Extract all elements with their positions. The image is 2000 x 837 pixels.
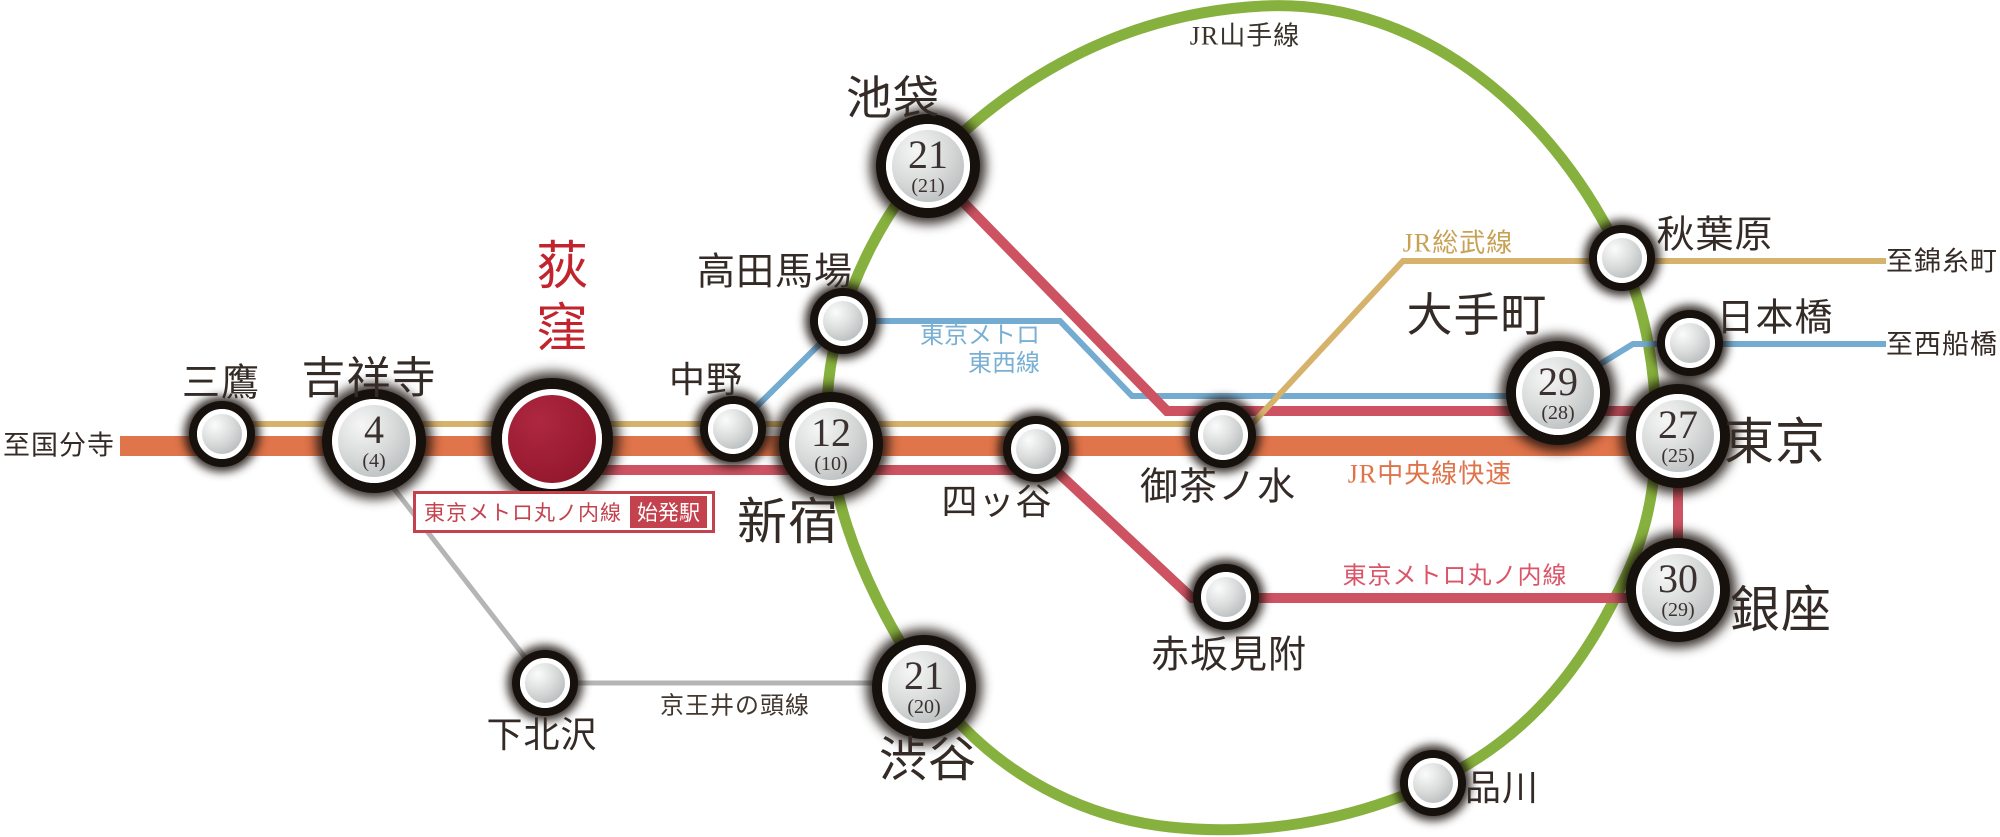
station-nihombashi-label: 日本橋 — [1716, 297, 1834, 340]
station-shibuya-badge: 21 (20) — [882, 645, 966, 729]
inokashira-line-label: 京王井の頭線 — [660, 693, 810, 720]
ginza-minutes-alt: (29) — [1661, 599, 1695, 621]
sobu-line-label: JR総武線 — [1402, 228, 1514, 258]
ikebukuro-minutes-alt: (21) — [911, 175, 945, 197]
otemachi-minutes-alt: (28) — [1541, 402, 1575, 424]
origin-box-tag: 始発駅 — [630, 496, 707, 528]
station-nakano-label: 中野 — [668, 360, 744, 400]
marunouchi-line-label: 東京メトロ丸ノ内線 — [1342, 563, 1568, 590]
station-ochanomizu-label: 御茶ノ水 — [1139, 466, 1297, 509]
station-shinagawa-label: 品川 — [1464, 768, 1540, 808]
station-mitaka-label: 三鷹 — [181, 362, 261, 405]
station-shinjuku-badge: 12 (10) — [789, 402, 873, 486]
ogikubo-origin-box: 東京メトロ丸ノ内線 始発駅 — [413, 491, 715, 533]
station-akasakamitsuke-circle — [1201, 572, 1251, 622]
station-nakano-circle — [708, 404, 758, 454]
station-ikebukuro-label: 池袋 — [846, 73, 940, 124]
station-nihombashi-circle — [1665, 318, 1715, 368]
station-takadanobaba-circle — [818, 296, 868, 346]
station-otemachi-label: 大手町 — [1406, 290, 1548, 341]
tokyo-minutes-alt: (25) — [1661, 445, 1695, 467]
station-takadanobaba-label: 高田馬場 — [696, 251, 854, 294]
tozai-line-label-line2: 東西線 — [968, 351, 1040, 378]
kichijoji-minutes: 4 — [364, 407, 384, 452]
station-shibuya-label: 渋谷 — [878, 734, 978, 787]
station-tokyo-label: 東京 — [1724, 414, 1826, 470]
station-ogikubo-circle — [502, 389, 602, 489]
station-akihabara-label: 秋葉原 — [1656, 214, 1774, 257]
station-ochanomizu-circle — [1198, 410, 1248, 460]
station-yotsuya-circle — [1011, 424, 1061, 474]
station-shinagawa-circle — [1408, 758, 1458, 808]
tozai-line-label: 東京メトロ 東西線 — [920, 322, 1040, 379]
chuo-rapid-line-label: JR中央線快速 — [1347, 459, 1513, 489]
station-kichijoji-label: 吉祥寺 — [301, 354, 437, 403]
station-shimokitazawa-label: 下北沢 — [486, 715, 598, 755]
station-kichijoji-badge: 4 (4) — [332, 399, 416, 483]
station-tokyo-badge: 27 (25) — [1636, 394, 1720, 478]
station-shinjuku-label: 新宿 — [737, 494, 839, 550]
station-ikebukuro-badge: 21 (21) — [886, 124, 970, 208]
shinjuku-minutes: 12 — [811, 410, 851, 455]
ginza-minutes: 30 — [1658, 556, 1698, 601]
station-mitaka-circle — [197, 409, 247, 459]
endpoint-nishifunabashi-label: 至西船橋 — [1886, 329, 1998, 360]
station-akihabara-circle — [1597, 233, 1647, 283]
endpoint-kinshicho-label: 至錦糸町 — [1886, 246, 1998, 277]
endpoint-kokubunji-label: 至国分寺 — [3, 430, 115, 461]
station-yotsuya-label: 四ッ谷 — [941, 482, 1053, 522]
station-otemachi-badge: 29 (28) — [1516, 351, 1600, 435]
tokyo-minutes: 27 — [1658, 402, 1698, 447]
marunouchi-line-path — [553, 162, 1683, 603]
ikebukuro-minutes: 21 — [908, 132, 948, 177]
shibuya-minutes-alt: (20) — [907, 696, 941, 718]
shibuya-minutes: 21 — [904, 653, 944, 698]
station-ginza-label: 銀座 — [1730, 582, 1832, 638]
station-shimokitazawa-circle — [520, 658, 570, 708]
otemachi-minutes: 29 — [1538, 359, 1578, 404]
tozai-line-label-line1: 東京メトロ — [920, 323, 1040, 349]
shinjuku-minutes-alt: (10) — [814, 453, 848, 475]
kichijoji-minutes-alt: (4) — [362, 450, 386, 472]
yamanote-line-label: JR山手線 — [1189, 21, 1301, 51]
station-ginza-badge: 30 (29) — [1636, 548, 1720, 632]
station-ogikubo-label: 荻窪 — [527, 238, 585, 362]
origin-box-line-name: 東京メトロ丸ノ内線 — [424, 501, 622, 525]
station-akasakamitsuke-label: 赤坂見附 — [1150, 634, 1308, 677]
